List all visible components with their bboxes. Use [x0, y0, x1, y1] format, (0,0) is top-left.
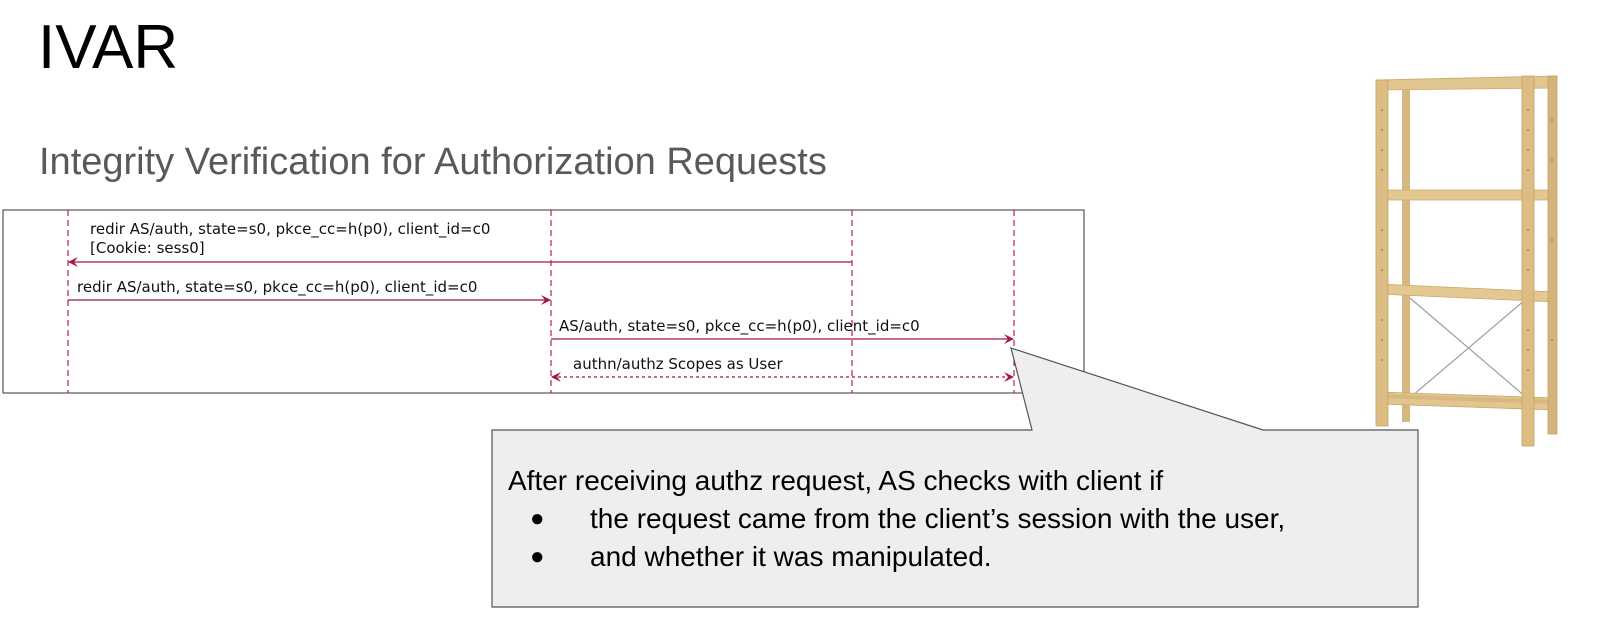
bullet-dot: ● [530, 543, 545, 570]
shelving-unit-image [1375, 75, 1558, 447]
message-1-label-line1: redir AS/auth, state=s0, pkce_cc=h(p0), … [90, 220, 490, 239]
message-2-label: redir AS/auth, state=s0, pkce_cc=h(p0), … [77, 278, 477, 297]
message-4-label: authn/authz Scopes as User [573, 355, 783, 373]
callout-bullet-list: ● the request came from the client’s ses… [508, 500, 1285, 576]
callout-intro: After receiving authz request, AS checks… [508, 465, 1164, 496]
slide-title: IVAR [38, 13, 179, 82]
callout-bullet-text: the request came from the client’s sessi… [590, 503, 1286, 534]
callout-text: After receiving authz request, AS checks… [508, 462, 1285, 576]
slide-subtitle: Integrity Verification for Authorization… [39, 141, 827, 183]
callout-bullet-text: and whether it was manipulated. [590, 541, 992, 572]
bullet-dot: ● [530, 505, 545, 532]
callout-bullet-item: ● and whether it was manipulated. [508, 538, 1285, 576]
callout-bullet-item: ● the request came from the client’s ses… [508, 500, 1285, 538]
callout-bubble [491, 347, 1419, 608]
message-1-label-line2: [Cookie: sess0] [90, 239, 205, 257]
message-3-label: AS/auth, state=s0, pkce_cc=h(p0), client… [559, 317, 920, 336]
